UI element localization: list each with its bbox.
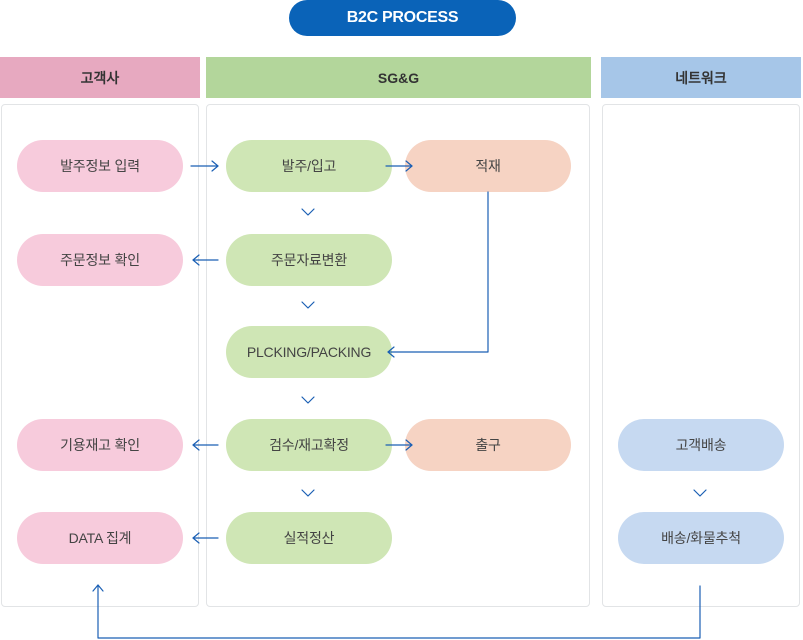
node-data-aggregate: DATA 집계 [17,512,183,564]
node-delivery-tracking: 배송/화물추척 [618,512,784,564]
chevron-down-icon [301,208,315,216]
node-order-confirm: 주문정보 확인 [17,234,183,286]
arrow-receipt-to-loading [385,160,413,172]
node-order-input: 발주정보 입력 [17,140,183,192]
node-order-receipt: 발주/입고 [226,140,392,192]
chevron-down-icon [693,489,707,497]
chevron-down-icon [301,489,315,497]
node-inspect-confirm: 검수/재고확정 [226,419,392,471]
node-shipping: 출구 [405,419,571,471]
node-customer-delivery: 고객배송 [618,419,784,471]
arrow-tracking-to-data [92,584,701,639]
node-loading: 적재 [405,140,571,192]
arrow-inspect-to-shipping [385,439,413,451]
column-header-customer: 고객사 [0,57,200,98]
node-inventory-check: 기용재고 확인 [17,419,183,471]
column-header-sgg: SG&G [206,57,591,98]
arrow-inspect-to-inventory [192,439,219,451]
arrow-order-input-to-receipt [190,160,219,172]
arrow-convert-to-confirm [192,254,219,266]
chevron-down-icon [301,396,315,404]
arrow-loading-to-picking [387,191,489,358]
arrow-performance-to-data [192,532,219,544]
column-header-network: 네트워크 [601,57,801,98]
diagram-title: B2C PROCESS [289,0,516,36]
node-order-convert: 주문자료변환 [226,234,392,286]
chevron-down-icon [301,301,315,309]
node-picking-packing: PLCKING/PACKING [226,326,392,378]
node-performance: 실적정산 [226,512,392,564]
